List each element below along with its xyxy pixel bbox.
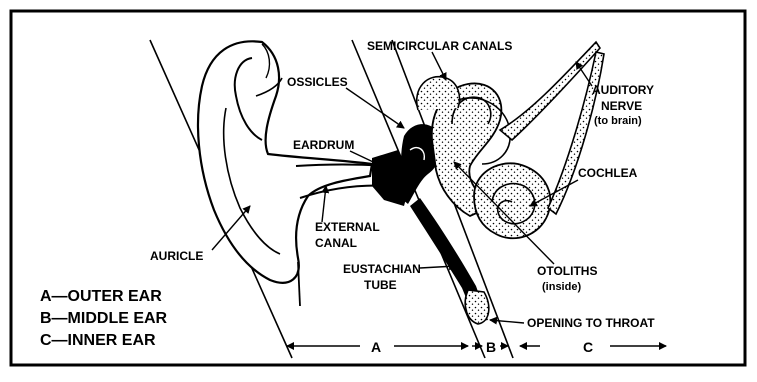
label-eustachian-tube-line2: TUBE <box>364 278 397 292</box>
legend-middle-ear: B—MIDDLE EAR <box>40 310 168 327</box>
section-label-b: B <box>486 339 496 355</box>
label-eustachian-tube-line1: EUSTACHIAN <box>343 262 421 276</box>
label-external-canal-line1: EXTERNAL <box>315 220 380 234</box>
label-semicircular-canals: SEMICIRCULAR CANALS <box>367 39 512 53</box>
label-opening-to-throat: OPENING TO THROAT <box>527 316 655 330</box>
inner-ear-drawing <box>417 42 604 238</box>
label-otoliths-line1: OTOLITHS <box>537 264 597 278</box>
label-eardrum: EARDRUM <box>293 138 354 152</box>
section-label-a: A <box>371 339 381 355</box>
label-auditory-nerve-line2: NERVE <box>601 99 642 113</box>
label-cochlea: COCHLEA <box>578 166 638 180</box>
section-label-c: C <box>583 339 593 355</box>
arrow-throat <box>490 320 524 323</box>
eustachian-tube-drawing <box>410 198 489 324</box>
label-external-canal-line2: CANAL <box>315 236 357 250</box>
legend-outer-ear: A—OUTER EAR <box>40 288 162 305</box>
label-auditory-nerve-line1: AUDITORY <box>592 83 654 97</box>
legend: A—OUTER EAR B—MIDDLE EAR C—INNER EAR <box>40 288 168 349</box>
legend-inner-ear: C—INNER EAR <box>40 332 156 349</box>
label-auricle: AURICLE <box>150 249 203 263</box>
arrow-semicircular <box>432 52 446 80</box>
label-ossicles: OSSICLES <box>287 75 348 89</box>
label-otoliths-line2: (inside) <box>542 281 581 293</box>
label-auditory-nerve-line3: (to brain) <box>594 115 642 127</box>
